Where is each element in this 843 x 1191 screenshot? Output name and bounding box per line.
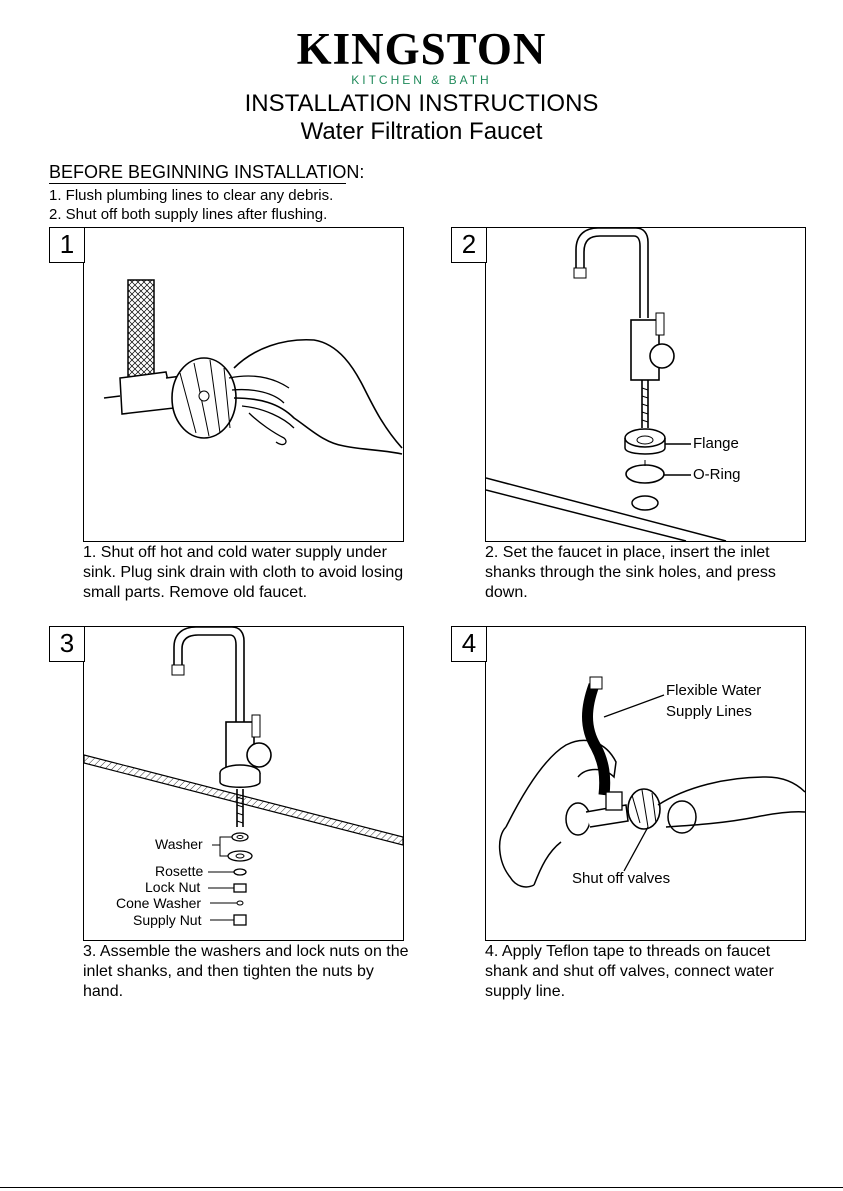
step-3-caption: 3. Assemble the washers and lock nuts on…	[83, 942, 413, 1002]
lock-nut-label: Lock Nut	[145, 879, 200, 895]
cone-washer-label: Cone Washer	[116, 895, 201, 911]
step-2-drawing	[486, 228, 805, 541]
brand-tagline: KITCHEN & BATH	[0, 73, 843, 87]
step-1-illustration	[83, 227, 404, 542]
page-subtitle: Water Filtration Faucet	[0, 118, 843, 145]
step-4-drawing	[486, 627, 805, 940]
washer-label: Washer	[155, 836, 203, 852]
step-1-caption: 1. Shut off hot and cold water supply un…	[83, 543, 413, 603]
pre-step-2: 2. Shut off both supply lines after flus…	[49, 206, 327, 224]
step-3-drawing	[84, 627, 403, 940]
step-1-number: 1	[49, 227, 85, 263]
pre-step-1: 1. Flush plumbing lines to clear any deb…	[49, 187, 333, 205]
step-3-number: 3	[49, 626, 85, 662]
footer-divider	[0, 1187, 843, 1188]
step-3-illustration: Washer Rosette Lock Nut Cone Washer Supp…	[83, 626, 404, 941]
step-4-caption: 4. Apply Teflon tape to threads on fauce…	[485, 942, 815, 1002]
step-2-caption: 2. Set the faucet in place, insert the i…	[485, 543, 815, 603]
supply-lines-label: Supply Lines	[666, 703, 752, 721]
step-4-number: 4	[451, 626, 487, 662]
before-heading-underline	[49, 183, 346, 184]
o-ring-label: O-Ring	[693, 466, 741, 484]
before-heading: BEFORE BEGINNING INSTALLATION:	[49, 161, 364, 183]
step-2-illustration: Flange O-Ring	[485, 227, 806, 542]
shut-off-valves-label: Shut off valves	[572, 870, 670, 888]
step-1-drawing	[84, 228, 403, 541]
rosette-label: Rosette	[155, 863, 203, 879]
step-4-illustration: Flexible Water Supply Lines Shut off val…	[485, 626, 806, 941]
page-title: INSTALLATION INSTRUCTIONS	[0, 90, 843, 117]
supply-nut-label: Supply Nut	[133, 912, 201, 928]
brand-logo: KINGSTON	[0, 26, 843, 72]
flexible-water-label: Flexible Water	[666, 682, 761, 700]
flange-label: Flange	[693, 435, 739, 453]
step-2-number: 2	[451, 227, 487, 263]
